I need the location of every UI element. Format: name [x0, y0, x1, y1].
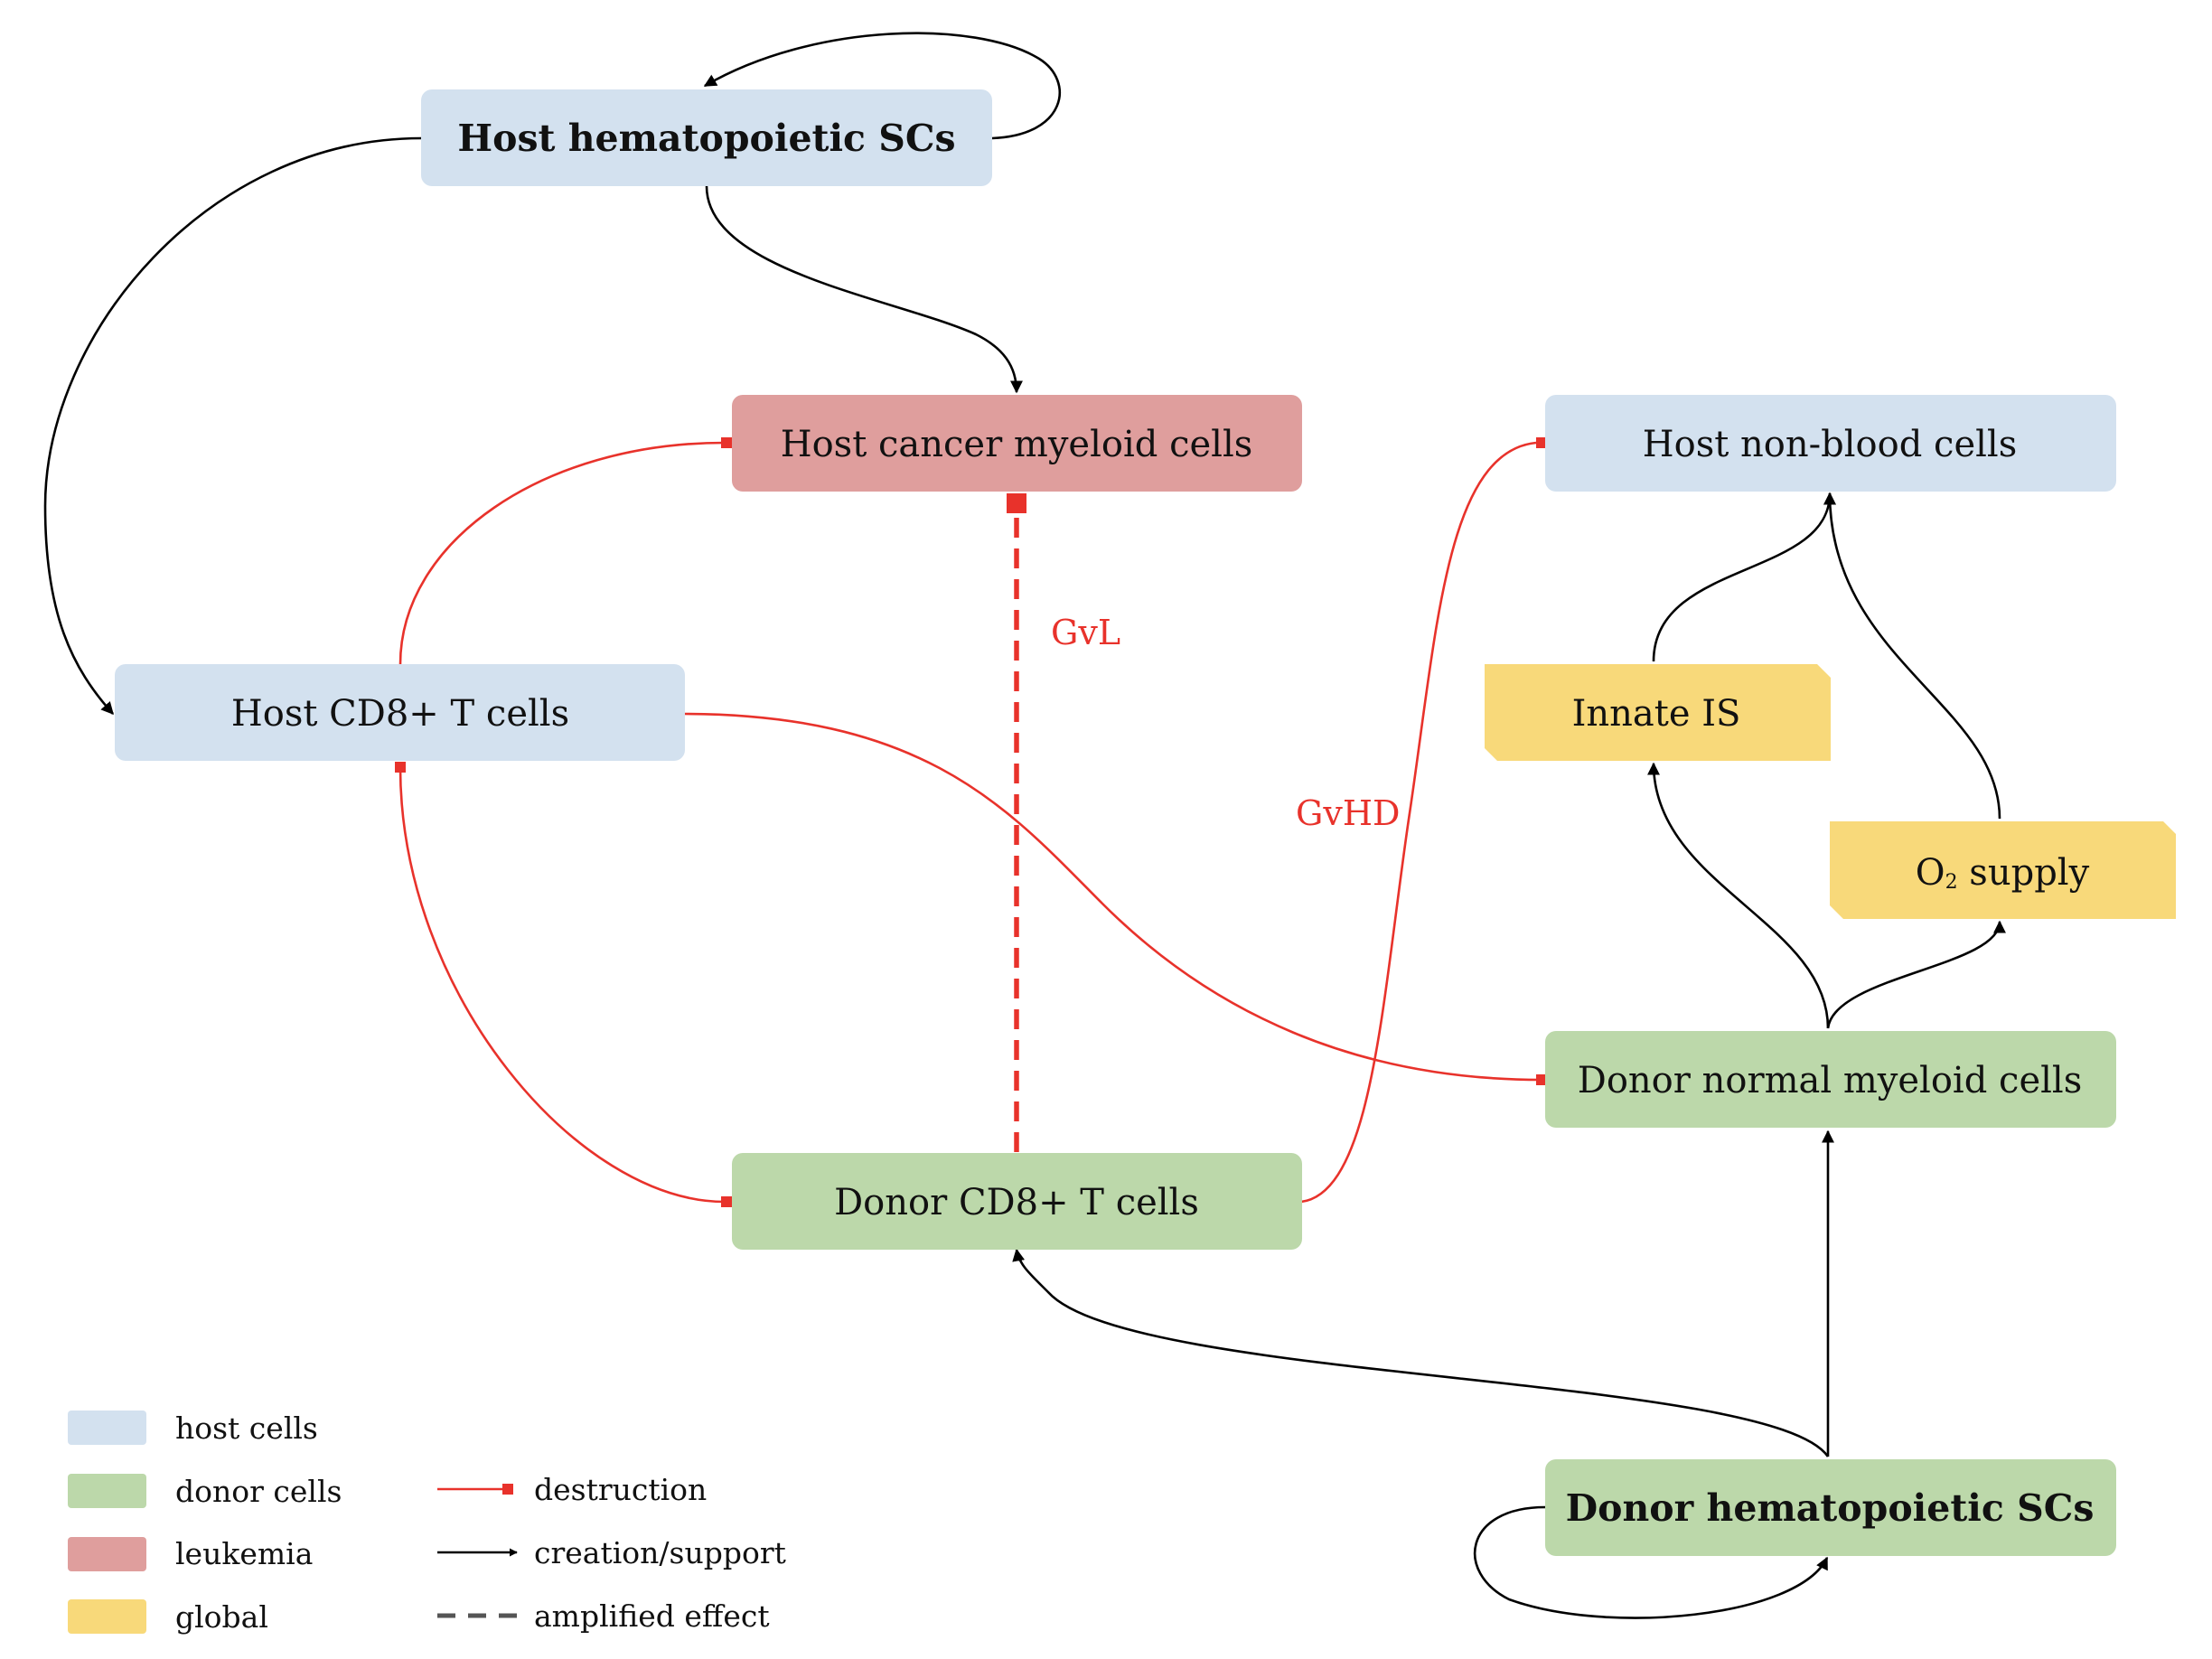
- marker-cancer-myeloid-bottom-gvl: [1007, 493, 1026, 513]
- gvl-label: GvL: [1051, 613, 1120, 652]
- marker-donor-cd8-left: [721, 1196, 732, 1207]
- creation-edges: [43, 32, 2006, 1619]
- destruction-markers: [395, 437, 1547, 1207]
- legend-label-global: global: [175, 1599, 268, 1635]
- marker-cancer-myeloid-left: [721, 437, 732, 448]
- marker-host-cd8-bottom: [395, 762, 406, 773]
- edge-host-cd8-destroys-donor-myeloid: [682, 712, 1542, 1082]
- node-host-cancer-myeloid-label: Host cancer myeloid cells: [781, 424, 1253, 465]
- marker-donor-myeloid-left: [1536, 1074, 1547, 1085]
- legend-label-host: host cells: [175, 1411, 318, 1446]
- node-innate-is: Innate IS: [1485, 664, 1831, 761]
- legend-marker-destruction: [502, 1484, 513, 1495]
- node-donor-hematopoietic-scs: Donor hematopoietic SCs: [1545, 1459, 2116, 1556]
- node-host-non-blood-label: Host non-blood cells: [1643, 424, 2017, 465]
- edge-host-cd8-destroys-cancer-myeloid: [398, 441, 726, 665]
- node-host-cd8-label: Host CD8+ T cells: [231, 693, 569, 735]
- node-o2-supply-label: O2 supply: [1916, 852, 2090, 894]
- node-host-hematopoietic-scs: Host hematopoietic SCs: [421, 89, 992, 186]
- legend-label-donor: donor cells: [175, 1474, 342, 1509]
- node-host-non-blood-cells: Host non-blood cells: [1545, 395, 2116, 492]
- edge-host-hsc-to-cancer-myeloid: [705, 185, 1023, 394]
- node-donor-normal-myeloid-cells: Donor normal myeloid cells: [1545, 1031, 2116, 1128]
- legend-label-amplified: amplified effect: [534, 1598, 770, 1634]
- edge-donor-hsc-self-loop: [1473, 1505, 1829, 1619]
- legend-label-leukemia: leukemia: [175, 1536, 313, 1571]
- node-o2-supply: O2 supply: [1830, 821, 2176, 919]
- node-host-hsc-label: Host hematopoietic SCs: [457, 117, 955, 160]
- legend-label-destruction: destruction: [534, 1472, 707, 1507]
- node-host-cd8-t-cells: Host CD8+ T cells: [115, 664, 685, 761]
- node-host-cancer-myeloid-cells: Host cancer myeloid cells: [732, 395, 1302, 492]
- edge-innate-is-to-host-non-blood: [1652, 492, 1836, 662]
- node-donor-normal-myeloid-label: Donor normal myeloid cells: [1578, 1060, 2082, 1101]
- gvhd-label: GvHD: [1296, 793, 1400, 833]
- legend-swatch-host: [68, 1411, 146, 1445]
- edge-donor-myeloid-to-o2: [1826, 920, 2006, 1029]
- legend-label-creation: creation/support: [534, 1535, 786, 1570]
- edge-donor-myeloid-to-innate-is: [1647, 762, 1830, 1029]
- edge-host-hsc-to-host-cd8: [43, 136, 422, 716]
- legend-swatch-leukemia: [68, 1537, 146, 1571]
- edge-o2-to-host-non-blood: [1823, 492, 2001, 820]
- edge-host-cd8-destroys-donor-cd8: [398, 766, 726, 1204]
- marker-host-non-blood-left: [1536, 437, 1547, 448]
- node-innate-is-label: Innate IS: [1572, 693, 1741, 735]
- node-donor-hsc-label: Donor hematopoietic SCs: [1566, 1486, 2095, 1530]
- legend-swatch-global: [68, 1599, 146, 1634]
- node-donor-cd8-label: Donor CD8+ T cells: [834, 1182, 1199, 1223]
- edge-donor-hsc-to-donor-cd8: [1012, 1248, 1830, 1457]
- legend-swatch-donor: [68, 1474, 146, 1508]
- destruction-edges: [398, 441, 1542, 1204]
- node-donor-cd8-t-cells: Donor CD8+ T cells: [732, 1153, 1302, 1250]
- edge-donor-cd8-destroys-host-non-blood-gvhd: [1300, 441, 1537, 1204]
- edge-host-hsc-self-loop: [703, 32, 1062, 140]
- legend: host cells donor cells leukemia global d…: [68, 1411, 786, 1635]
